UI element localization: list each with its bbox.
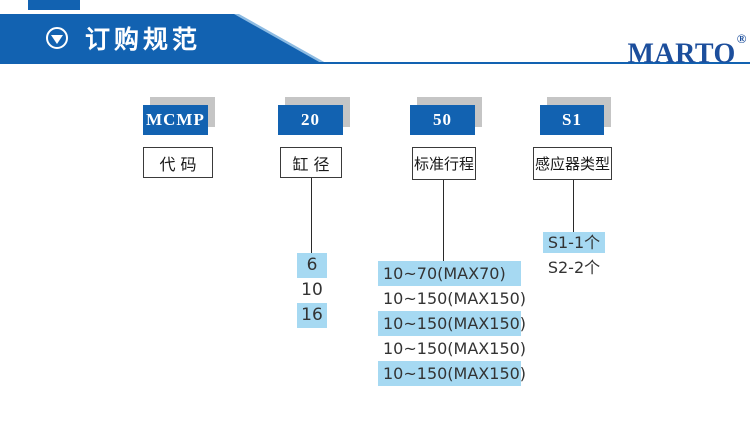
option-item: 10~150(MAX150)	[383, 289, 527, 308]
options-list-stroke: 10~70(MAX70) 10~150(MAX150) 10~150(MAX150)…	[378, 261, 527, 386]
brand-logo: MARTO®	[627, 31, 746, 70]
triangle-down-circle-icon	[46, 27, 68, 49]
code-box-bore: 20	[278, 105, 343, 135]
connector-line-bore	[311, 178, 312, 253]
option-item: S1-1个	[543, 232, 605, 253]
field-label-bore: 缸 径	[280, 147, 342, 178]
option-item: 10~150(MAX150)	[378, 361, 526, 386]
header-divider-line	[0, 62, 750, 64]
option-item: 6	[297, 253, 327, 278]
connector-line-stroke	[443, 180, 444, 261]
options-list-sensor: S1-1个 S2-2个	[543, 232, 605, 282]
option-item: 10~150(MAX150)	[378, 311, 526, 336]
field-label-code: 代 码	[143, 147, 213, 178]
option-item: 10~70(MAX70)	[378, 261, 521, 286]
code-box-sensor: S1	[540, 105, 604, 135]
option-item: 10~150(MAX150)	[383, 339, 527, 358]
field-label-sensor: 感应器类型	[533, 147, 612, 180]
header-accent-tab	[28, 0, 80, 10]
section-title: 订购规范	[85, 26, 202, 54]
option-item: S2-2个	[547, 258, 601, 277]
connector-line-sensor	[573, 180, 574, 232]
triangle-down-glyph	[51, 34, 63, 44]
field-label-stroke: 标准行程	[412, 147, 476, 180]
option-item: 16	[297, 303, 327, 328]
registered-mark: ®	[736, 31, 747, 46]
code-box-model: MCMP	[143, 105, 208, 135]
code-box-stroke: 50	[410, 105, 475, 135]
brand-name: MARTO	[627, 38, 736, 70]
option-item: 10	[301, 280, 323, 300]
